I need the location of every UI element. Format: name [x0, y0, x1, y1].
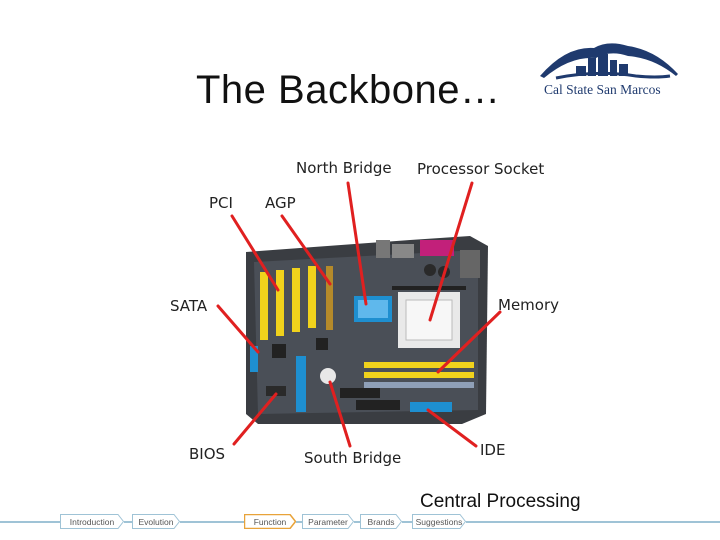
label-bios: BIOS [189, 445, 226, 463]
memory-arrow [436, 310, 502, 374]
label-sata: SATA [170, 297, 208, 315]
label-memory: Memory [498, 296, 560, 314]
label-pci: PCI [209, 194, 233, 212]
sata-connector [250, 346, 258, 372]
nav-suggestions-label: Suggestions [415, 516, 463, 527]
agp-slot [326, 266, 333, 330]
pci-slot [308, 266, 316, 328]
cal-state-san-marcos-logo [540, 43, 678, 80]
ide-arrow [426, 408, 478, 448]
ide-connector [410, 402, 452, 412]
pci-slot [292, 268, 300, 332]
pci-arrow [230, 214, 280, 292]
agp-arrow [280, 214, 332, 286]
nav-function[interactable]: Function [244, 514, 296, 529]
slide-subtitle: Central Processing [420, 491, 581, 512]
nav-evolution-label: Evolution [138, 516, 174, 527]
memory-slot [364, 372, 474, 378]
south-bridge-arrow [328, 380, 352, 448]
nav-introduction-label: Introduction [69, 516, 115, 527]
nav-suggestions[interactable]: Suggestions [412, 514, 466, 529]
label-south-bridge: South Bridge [304, 449, 402, 467]
memory-slot [364, 382, 474, 388]
pci-slot [260, 272, 268, 340]
south-bridge-chip [320, 368, 336, 384]
logo-text: Cal State San Marcos [544, 82, 661, 97]
bios-chip [266, 386, 286, 396]
label-agp: AGP [265, 194, 296, 212]
nav-introduction[interactable]: Introduction [60, 514, 124, 529]
label-processor-socket: Processor Socket [417, 160, 545, 178]
sata-arrow [216, 304, 260, 354]
memory-slot [364, 362, 474, 368]
label-ide: IDE [480, 441, 506, 459]
pci-slot [276, 270, 284, 336]
slide-title: The Backbone… [196, 68, 501, 112]
label-north-bridge: North Bridge [296, 159, 392, 177]
nav-brands[interactable]: Brands [360, 514, 402, 529]
nav-brands-label: Brands [367, 516, 395, 527]
nav-parameter-label: Parameter [308, 516, 348, 527]
nav-function-label: Function [253, 516, 287, 527]
nav-parameter[interactable]: Parameter [302, 514, 354, 529]
north-bridge-arrow [346, 181, 368, 306]
nav-evolution[interactable]: Evolution [132, 514, 180, 529]
bios-arrow [232, 392, 278, 446]
processor-socket-arrow [428, 181, 474, 322]
